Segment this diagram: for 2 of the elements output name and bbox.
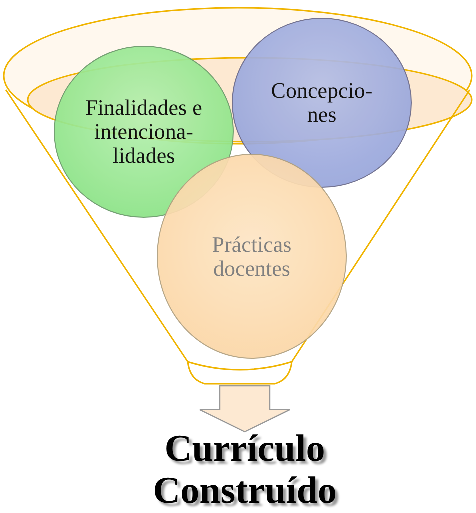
block-arrow — [199, 385, 291, 433]
result-title: Currículo Construído — [100, 428, 390, 512]
